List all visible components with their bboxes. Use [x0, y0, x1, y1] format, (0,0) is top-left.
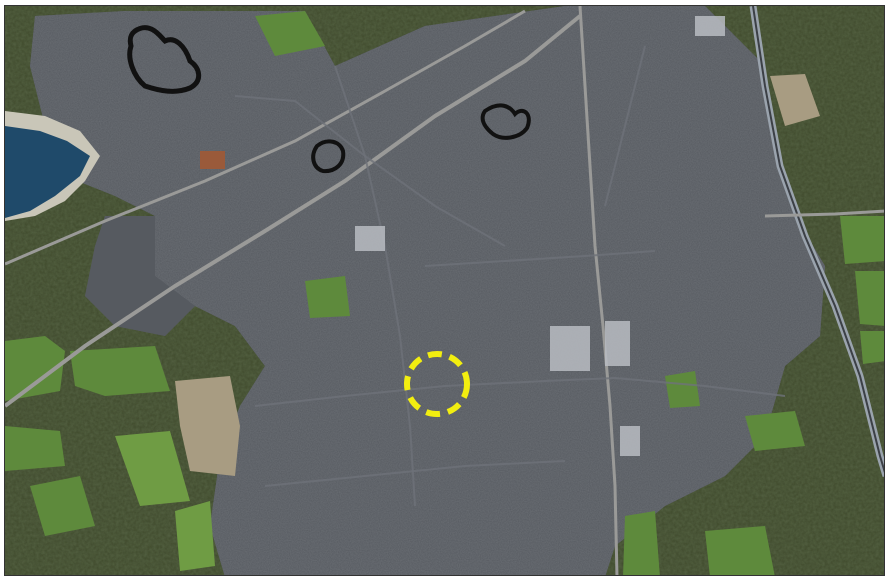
ponds	[127, 25, 531, 174]
industrial-area	[200, 16, 725, 456]
map-viewport[interactable]	[4, 5, 885, 576]
road-network	[5, 6, 884, 575]
location-marker-circle[interactable]	[404, 351, 470, 417]
aerial-map[interactable]	[5, 6, 885, 576]
lake	[5, 111, 100, 221]
agricultural-fields	[5, 11, 884, 575]
